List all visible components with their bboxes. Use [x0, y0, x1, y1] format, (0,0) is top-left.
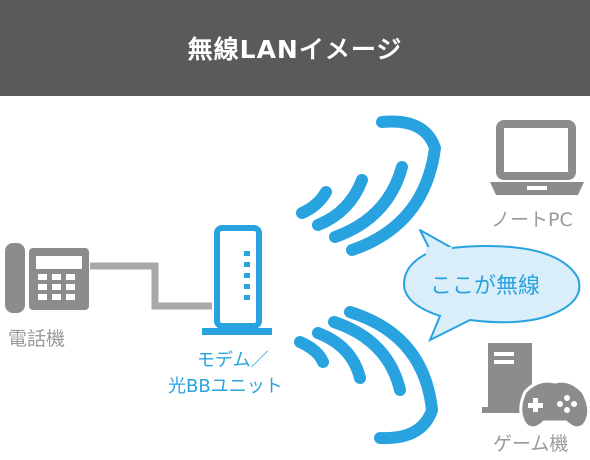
wifi-wave-icon	[296, 115, 442, 256]
modem-icon	[202, 225, 272, 335]
wireless-callout-bubble: ここが無線	[402, 229, 581, 343]
modem-label-line2: 光BBユニット	[168, 376, 283, 397]
laptop-icon	[490, 120, 584, 195]
notebook-label: ノートPC	[491, 209, 573, 231]
bubble-label: ここが無線	[430, 274, 540, 299]
page-title: 無線LANイメージ	[187, 35, 403, 64]
phone-cable	[90, 262, 212, 310]
telephone-icon	[5, 243, 89, 313]
phone-label: 電話機	[8, 328, 65, 350]
game-label: ゲーム機	[493, 433, 568, 455]
gamepad-icon	[519, 379, 590, 430]
title-banner: 無線LANイメージ	[0, 0, 590, 96]
desktop-tower-icon	[482, 343, 538, 413]
modem-label-line1: モデム／	[197, 350, 269, 371]
wifi-wave-icon	[294, 306, 439, 445]
